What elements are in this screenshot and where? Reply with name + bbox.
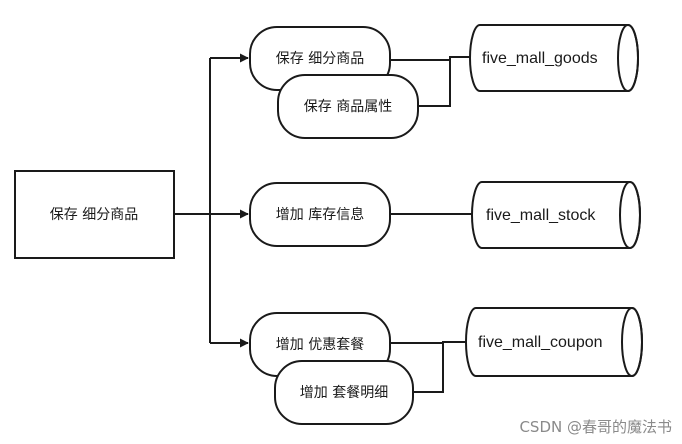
source-node: 保存 细分商品 xyxy=(14,170,175,259)
goods-db-label: five_mall_goods xyxy=(482,50,598,67)
stock-db-label: five_mall_stock xyxy=(486,207,596,224)
coupon-db: five_mall_coupon xyxy=(465,307,643,377)
add-stock-node: 增加 库存信息 xyxy=(249,182,391,247)
add-coupon-detail-label: 增加 套餐明细 xyxy=(300,385,388,401)
coupon-db-label: five_mall_coupon xyxy=(478,334,603,351)
source-node-label: 保存 细分商品 xyxy=(50,207,138,223)
edge-add-coupon-detail-to-coupon-db xyxy=(413,343,444,393)
save-attr-label: 保存 商品属性 xyxy=(304,99,392,115)
edge-save-attr-to-goods-db xyxy=(418,60,451,107)
edge-add-coupon-to-coupon-db xyxy=(390,337,475,347)
goods-db: five_mall_goods xyxy=(469,24,639,92)
add-coupon-label: 增加 优惠套餐 xyxy=(276,337,364,353)
edge-save-subgoods-to-goods-db xyxy=(390,52,479,62)
add-stock-label: 增加 库存信息 xyxy=(276,206,364,223)
stock-db: five_mall_stock xyxy=(471,181,641,249)
save-subgoods-label: 保存 细分商品 xyxy=(276,51,364,67)
watermark: CSDN @春哥的魔法书 xyxy=(519,418,672,436)
save-attr-node: 保存 商品属性 xyxy=(277,74,419,139)
add-coupon-detail-node: 增加 套餐明细 xyxy=(274,360,414,425)
connectors xyxy=(174,52,481,393)
